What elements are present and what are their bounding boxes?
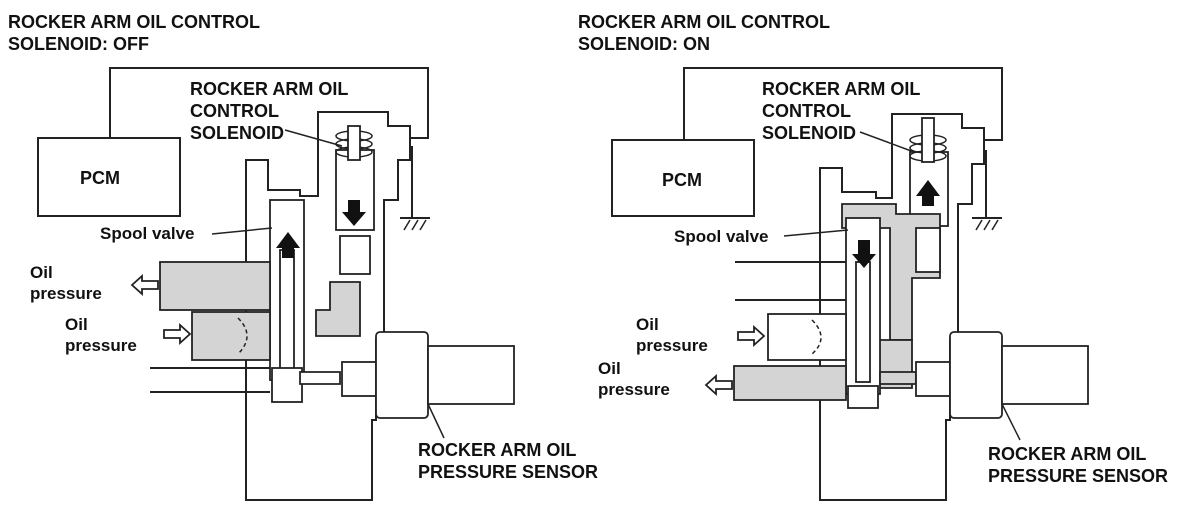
left-title-line1: ROCKER ARM OIL CONTROL <box>8 12 260 32</box>
right-dashed-port <box>811 319 822 355</box>
right-oil-in-label-2: pressure <box>636 336 708 355</box>
right-solenoid-arrow-up <box>916 180 940 206</box>
right-spool-arrow-down <box>852 240 876 268</box>
right-pcm-label: PCM <box>662 170 702 190</box>
left-sensor-body <box>427 345 515 405</box>
left-diagram-off: ROCKER ARM OIL CONTROL SOLENOID: OFF PCM <box>8 12 598 501</box>
right-oil-in-label-1: Oil <box>636 315 659 334</box>
right-solenoid-label-3: SOLENOID <box>762 123 856 143</box>
right-title-line1: ROCKER ARM OIL CONTROL <box>578 12 830 32</box>
left-spool-spring-cap <box>271 367 303 403</box>
right-sensor-thread <box>915 361 951 397</box>
right-diagram-on: ROCKER ARM OIL CONTROL SOLENOID: ON PCM <box>578 12 1168 501</box>
right-sensor-label-2: PRESSURE SENSOR <box>988 466 1168 486</box>
right-sensor-passage <box>879 371 917 385</box>
right-sensor-hex-nut <box>949 331 1003 419</box>
left-spool-leader <box>211 227 273 235</box>
left-solenoid-leader <box>284 129 343 147</box>
right-solenoid-label-2: CONTROL <box>762 101 851 121</box>
right-oil-out-arrow <box>704 373 733 397</box>
left-sensor-thread <box>341 361 377 397</box>
left-sensor-passage <box>299 371 341 385</box>
left-solenoid-label-3: SOLENOID <box>190 123 284 143</box>
left-oil-pipe-upper <box>159 261 271 311</box>
right-spool-spring-cap <box>847 385 879 409</box>
right-spool-stem <box>855 261 871 383</box>
left-title-line2: SOLENOID: OFF <box>8 34 149 54</box>
right-ground-icon <box>972 217 1002 231</box>
right-spool-leader <box>783 229 849 237</box>
right-title-line2: SOLENOID: ON <box>578 34 710 54</box>
right-sensor-label-1: ROCKER ARM OIL <box>988 444 1146 464</box>
left-oil-passage-lower <box>315 281 361 337</box>
left-pcm-label: PCM <box>80 168 120 188</box>
left-sensor-leader <box>427 403 445 439</box>
right-solenoid-plunger <box>915 227 941 273</box>
left-solenoid-plunger <box>339 235 371 275</box>
right-wire-top <box>683 67 1003 141</box>
left-dashed-port <box>237 317 248 355</box>
right-oil-pipe-upper <box>767 313 847 361</box>
right-oil-out-label-1: Oil <box>598 359 621 378</box>
left-spool-arrow-up <box>276 232 300 258</box>
left-solenoid-label-1: ROCKER ARM OIL <box>190 79 348 99</box>
left-spool-stem <box>279 249 295 371</box>
right-oil-out-label-2: pressure <box>598 380 670 399</box>
left-oil-in-label-2: pressure <box>65 336 137 355</box>
right-oil-in-arrow <box>737 324 766 348</box>
right-sensor-leader <box>1001 403 1021 441</box>
left-solenoid-arrow-down <box>342 200 366 226</box>
left-oil-in-arrow <box>163 322 192 346</box>
right-sensor-body <box>1001 345 1089 405</box>
right-solenoid-leader <box>859 131 915 153</box>
left-sensor-hex-nut <box>375 331 429 419</box>
left-sensor-label-1: ROCKER ARM OIL <box>418 440 576 460</box>
right-spool-label: Spool valve <box>674 227 768 246</box>
left-oil-out-arrow <box>130 273 159 297</box>
right-oil-pipe-lower <box>733 365 847 401</box>
left-oil-out-label-2: pressure <box>30 284 102 303</box>
left-ground-icon <box>400 217 430 231</box>
left-oil-pipe-lower <box>191 311 271 361</box>
right-coil-icon <box>909 117 947 163</box>
left-wire-top <box>109 67 429 139</box>
left-solenoid-label-2: CONTROL <box>190 101 279 121</box>
right-solenoid-label-1: ROCKER ARM OIL <box>762 79 920 99</box>
left-spool-label: Spool valve <box>100 224 194 243</box>
left-sensor-label-2: PRESSURE SENSOR <box>418 462 598 482</box>
left-oil-in-label-1: Oil <box>65 315 88 334</box>
left-oil-out-label-1: Oil <box>30 263 53 282</box>
